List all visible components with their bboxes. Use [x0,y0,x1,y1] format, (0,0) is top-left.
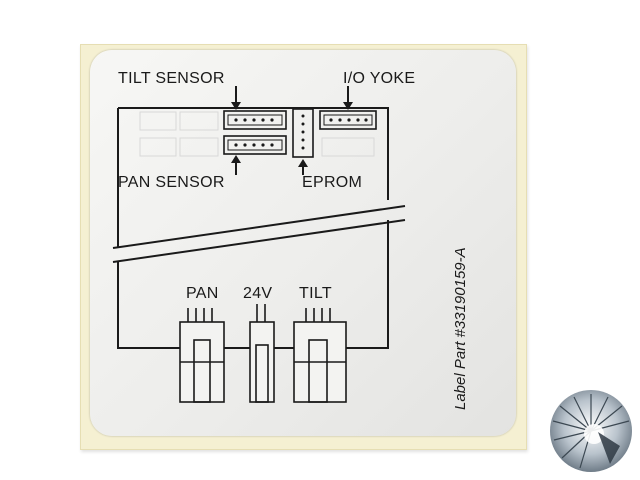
pan-sensor-connector-icon [223,135,287,155]
pan-sensor-arrow-icon [231,155,241,175]
tilt-sensor-arrow-icon [231,86,241,110]
break-lines [112,205,406,263]
io-yoke-label: I/O YOKE [343,70,416,87]
unused-connectors [139,111,375,157]
eprom-label: EPROM [302,174,363,191]
logo-icon [550,390,632,472]
tilt-sensor-connector-icon [223,110,287,130]
pan-label: PAN [186,285,219,302]
tilt-connector-icon [293,308,347,403]
tilt-label: TILT [299,285,332,302]
pan-connector-icon [179,308,225,403]
pan-sensor-label: PAN SENSOR [118,174,225,191]
24v-connector-icon [249,304,275,403]
24v-label: 24V [243,285,273,302]
eprom-arrow-icon [298,159,308,175]
part-number-label: Label Part #33190159-A [452,247,469,410]
io-yoke-arrow-icon [343,86,353,110]
board-outline-top [117,107,389,248]
tilt-sensor-label: TILT SENSOR [118,70,225,87]
eprom-connector-icon [292,108,314,158]
io-yoke-connector-icon [319,110,377,130]
